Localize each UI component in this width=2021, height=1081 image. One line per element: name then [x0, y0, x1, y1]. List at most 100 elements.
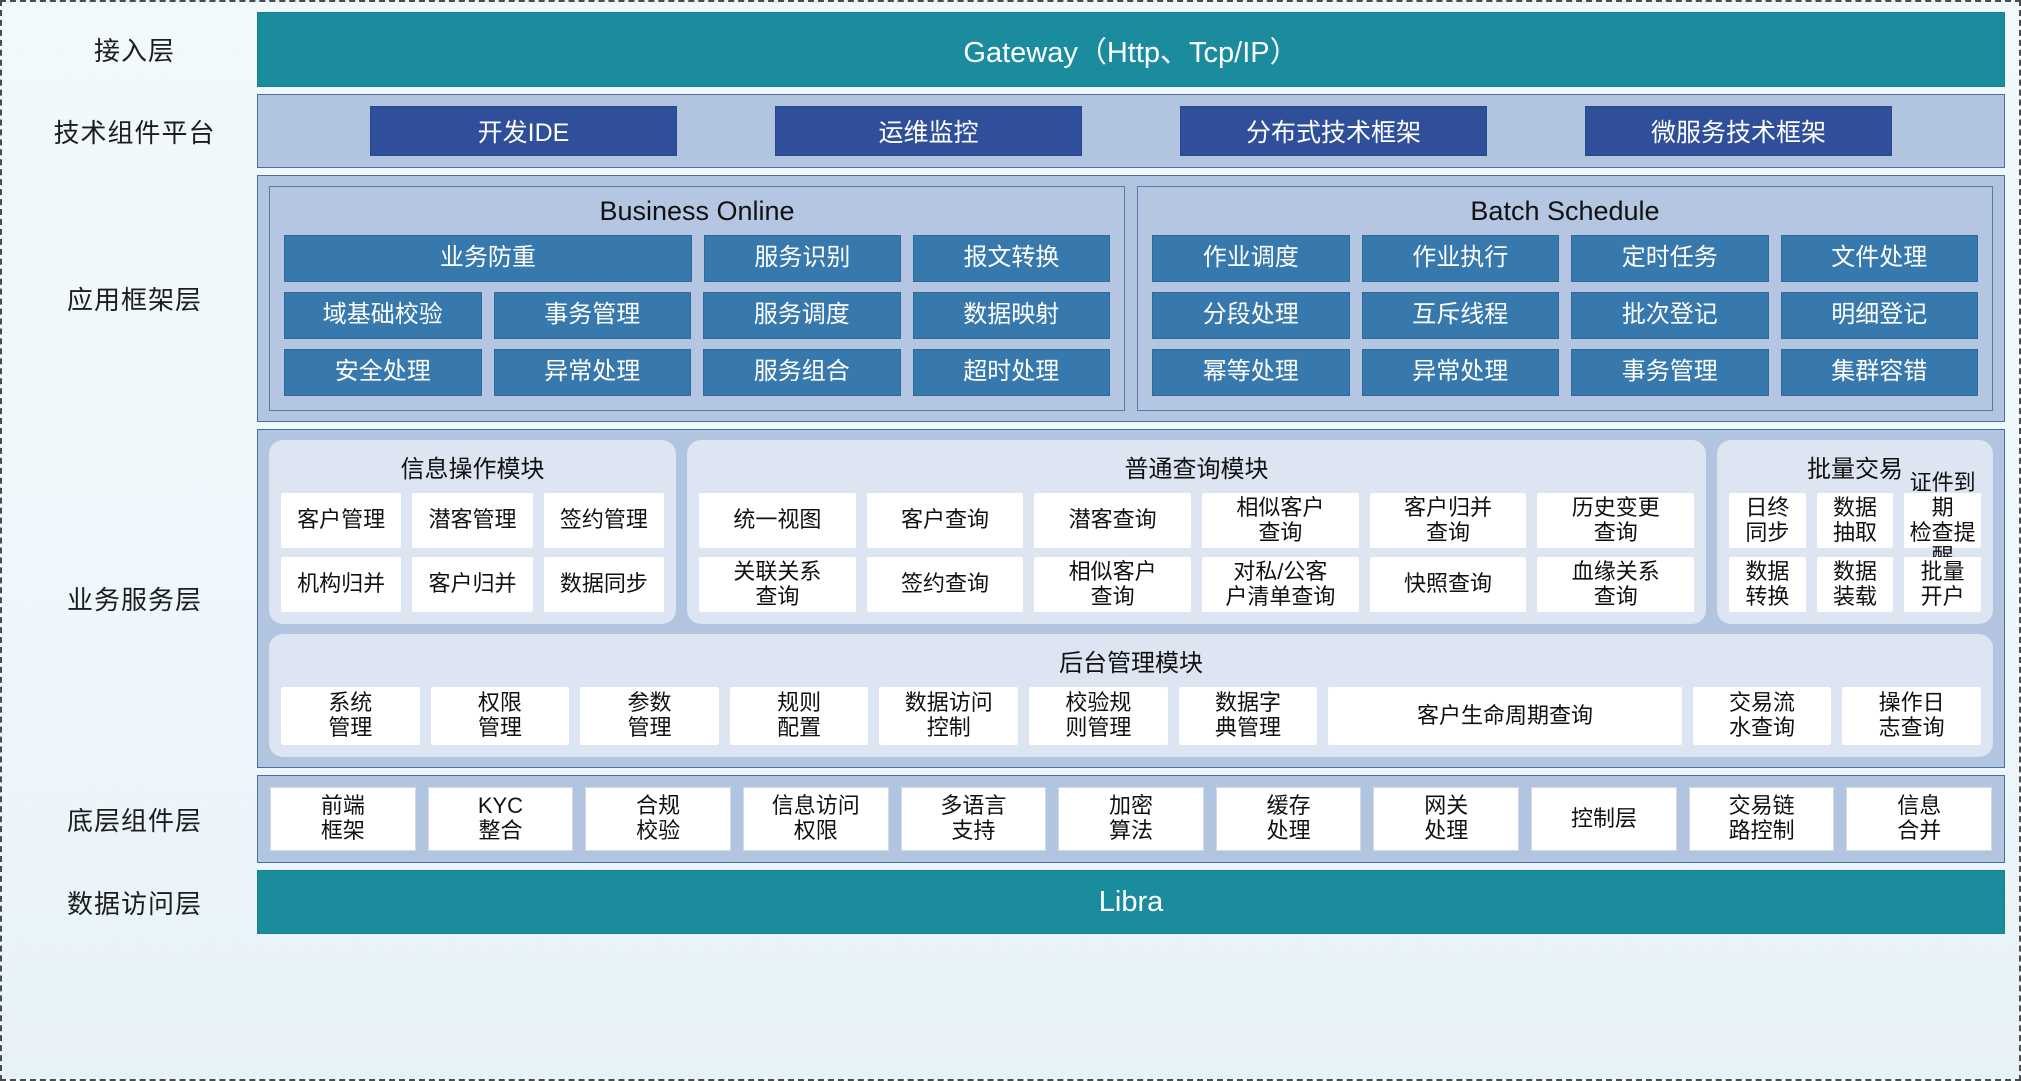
business-service-cell[interactable]: 关联关系查询: [699, 557, 856, 612]
business-service-cell[interactable]: 数据装载: [1816, 557, 1894, 612]
backoffice-cell[interactable]: 系统管理: [281, 687, 420, 745]
layer-label-access: 接入层: [93, 36, 175, 66]
app-framework-chip[interactable]: 幂等处理: [1152, 349, 1350, 396]
app-framework-group-title: Business Online: [599, 196, 795, 226]
business-service-cell[interactable]: 客户归并: [412, 557, 533, 612]
business-service-cell[interactable]: 签约管理: [543, 493, 664, 548]
business-group-title: 普通查询模块: [1124, 456, 1269, 483]
app-framework-chip[interactable]: 作业执行: [1361, 235, 1559, 282]
gateway-bar[interactable]: Gateway（Http、Tcp/IP）: [257, 12, 2005, 87]
app-framework-chip[interactable]: 域基础校验: [284, 292, 482, 339]
base-component-cell[interactable]: 缓存处理: [1215, 787, 1362, 851]
business-service-cell[interactable]: 快照查询: [1369, 557, 1527, 612]
business-service-cell[interactable]: 客户管理: [281, 493, 402, 548]
backoffice-cell[interactable]: 参数管理: [580, 687, 719, 745]
app-framework-chip[interactable]: 安全处理: [284, 349, 482, 396]
app-framework-chip[interactable]: 事务管理: [1571, 349, 1769, 396]
business-service-top-groups: 信息操作模块客户管理潜客管理签约管理机构归并客户归并数据同步普通查询模块统一视图…: [269, 440, 1993, 624]
app-framework-chip[interactable]: 服务组合: [703, 349, 901, 396]
backoffice-cell[interactable]: 数据字典管理: [1178, 687, 1318, 745]
base-component-cell[interactable]: 前端框架: [270, 787, 416, 851]
base-component-cell[interactable]: 控制层: [1531, 787, 1677, 851]
business-service-cell[interactable]: 历史变更查询: [1537, 493, 1695, 548]
app-framework-chip[interactable]: 分段处理: [1152, 292, 1350, 339]
business-service-cell[interactable]: 机构归并: [281, 557, 402, 612]
tech-chip[interactable]: 开发IDE: [370, 106, 677, 156]
backoffice-cell[interactable]: 数据访问控制: [879, 687, 1019, 745]
backoffice-cell[interactable]: 客户生命周期查询: [1328, 687, 1682, 745]
business-service-cell[interactable]: 潜客查询: [1034, 493, 1192, 548]
business-service-cell[interactable]: 数据转换: [1729, 557, 1806, 612]
app-framework-chip[interactable]: 异常处理: [493, 349, 691, 396]
base-component-cell[interactable]: 信息合并: [1846, 787, 1993, 851]
base-component-cell[interactable]: 多语言支持: [900, 787, 1047, 851]
app-framework-chip[interactable]: 超时处理: [912, 349, 1110, 396]
business-group-row: 客户管理潜客管理签约管理: [281, 493, 664, 548]
app-framework-chip[interactable]: 业务防重: [284, 235, 692, 282]
business-service-cell[interactable]: 血缘关系查询: [1537, 557, 1695, 612]
business-service-cell[interactable]: 日终同步: [1729, 493, 1806, 548]
business-service-cell[interactable]: 潜客管理: [412, 493, 533, 548]
business-service-cell[interactable]: 客户归并查询: [1369, 493, 1527, 548]
base-component-cell[interactable]: 信息访问权限: [742, 787, 889, 851]
base-component-cell[interactable]: 交易链路控制: [1688, 787, 1835, 851]
layer-label-tech-platform: 技术组件平台: [53, 117, 216, 148]
layer-label-business-service: 业务服务层: [66, 585, 202, 615]
business-service-cell[interactable]: 相似客户查询: [1202, 493, 1359, 548]
app-framework-row: 安全处理异常处理服务组合超时处理: [284, 349, 1110, 396]
base-component-cell[interactable]: 网关处理: [1373, 787, 1520, 851]
base-component-cell[interactable]: 合规校验: [585, 787, 731, 851]
business-service-cell[interactable]: 数据同步: [543, 557, 664, 612]
app-framework-group: Business Online 业务防重服务识别报文转换域基础校验事务管理服务调度…: [269, 186, 1125, 411]
backoffice-cell[interactable]: 权限管理: [430, 687, 570, 745]
app-framework-row: 作业调度作业执行定时任务文件处理: [1152, 235, 1978, 282]
backoffice-cell[interactable]: 规则配置: [729, 687, 869, 745]
business-group-title: 批量交易: [1807, 456, 1903, 483]
backoffice-cell[interactable]: 校验规则管理: [1029, 687, 1168, 745]
business-service-cell[interactable]: 签约查询: [866, 557, 1024, 612]
business-service-cell[interactable]: 统一视图: [699, 493, 856, 548]
tech-chip[interactable]: 微服务技术框架: [1585, 106, 1892, 156]
app-framework-chip[interactable]: 集群容错: [1780, 349, 1978, 396]
business-service-cell[interactable]: 客户查询: [866, 493, 1024, 548]
layer-data-access: 数据访问层 Libra: [12, 870, 2005, 934]
app-framework-chip[interactable]: 明细登记: [1780, 292, 1978, 339]
tech-chip[interactable]: 运维监控: [775, 106, 1082, 156]
business-service-cell[interactable]: 对私/公客户清单查询: [1202, 557, 1359, 612]
app-framework-chip[interactable]: 定时任务: [1571, 235, 1769, 282]
app-framework-chip[interactable]: 作业调度: [1152, 235, 1350, 282]
backoffice-cell[interactable]: 操作日志查询: [1842, 687, 1981, 745]
base-component-cell[interactable]: 加密算法: [1058, 787, 1204, 851]
business-service-band: 信息操作模块客户管理潜客管理签约管理机构归并客户归并数据同步普通查询模块统一视图…: [257, 429, 2005, 768]
layer-tech-platform: 技术组件平台 开发IDE 运维监控 分布式技术框架 微服务技术框架: [12, 94, 2005, 168]
app-framework-chip[interactable]: 文件处理: [1780, 235, 1978, 282]
backoffice-module-row: 系统管理权限管理参数管理规则配置数据访问控制校验规则管理数据字典管理客户生命周期…: [281, 687, 1981, 745]
app-framework-chip[interactable]: 服务调度: [703, 292, 901, 339]
tech-chip[interactable]: 分布式技术框架: [1180, 106, 1487, 156]
business-service-cell[interactable]: 相似客户查询: [1034, 557, 1192, 612]
app-framework-chip[interactable]: 服务识别: [703, 235, 901, 282]
business-service-cell[interactable]: 证件到期检查提醒: [1904, 470, 1982, 569]
app-framework-chip[interactable]: 批次登记: [1571, 292, 1769, 339]
business-group-query: 普通查询模块统一视图客户查询潜客查询相似客户查询客户归并查询历史变更查询关联关系…: [687, 440, 1706, 624]
business-group-row: 日终同步数据抽取证件到期检查提醒: [1729, 470, 1982, 569]
app-framework-chip[interactable]: 报文转换: [912, 235, 1110, 282]
app-framework-chip[interactable]: 数据映射: [912, 292, 1110, 339]
business-group-lines: 日终同步数据抽取证件到期检查提醒数据转换数据装载批量开户: [1729, 470, 1982, 612]
app-framework-grid: 作业调度作业执行定时任务文件处理分段处理互斥线程批次登记明细登记幂等处理异常处理…: [1152, 235, 1978, 396]
tech-platform-band: 开发IDE 运维监控 分布式技术框架 微服务技术框架: [257, 94, 2005, 168]
business-service-cell[interactable]: 批量开户: [1904, 557, 1982, 612]
backoffice-cell[interactable]: 交易流水查询: [1692, 687, 1832, 745]
app-framework-chip[interactable]: 异常处理: [1361, 349, 1559, 396]
app-framework-row: 域基础校验事务管理服务调度数据映射: [284, 292, 1110, 339]
libra-bar[interactable]: Libra: [257, 870, 2005, 934]
business-group-lines: 客户管理潜客管理签约管理机构归并客户归并数据同步: [281, 493, 664, 612]
business-service-cell[interactable]: 数据抽取: [1816, 493, 1894, 548]
business-group-row: 关联关系查询签约查询相似客户查询对私/公客户清单查询快照查询血缘关系查询: [699, 557, 1695, 612]
app-framework-chip[interactable]: 互斥线程: [1361, 292, 1559, 339]
app-framework-chip[interactable]: 事务管理: [493, 292, 691, 339]
